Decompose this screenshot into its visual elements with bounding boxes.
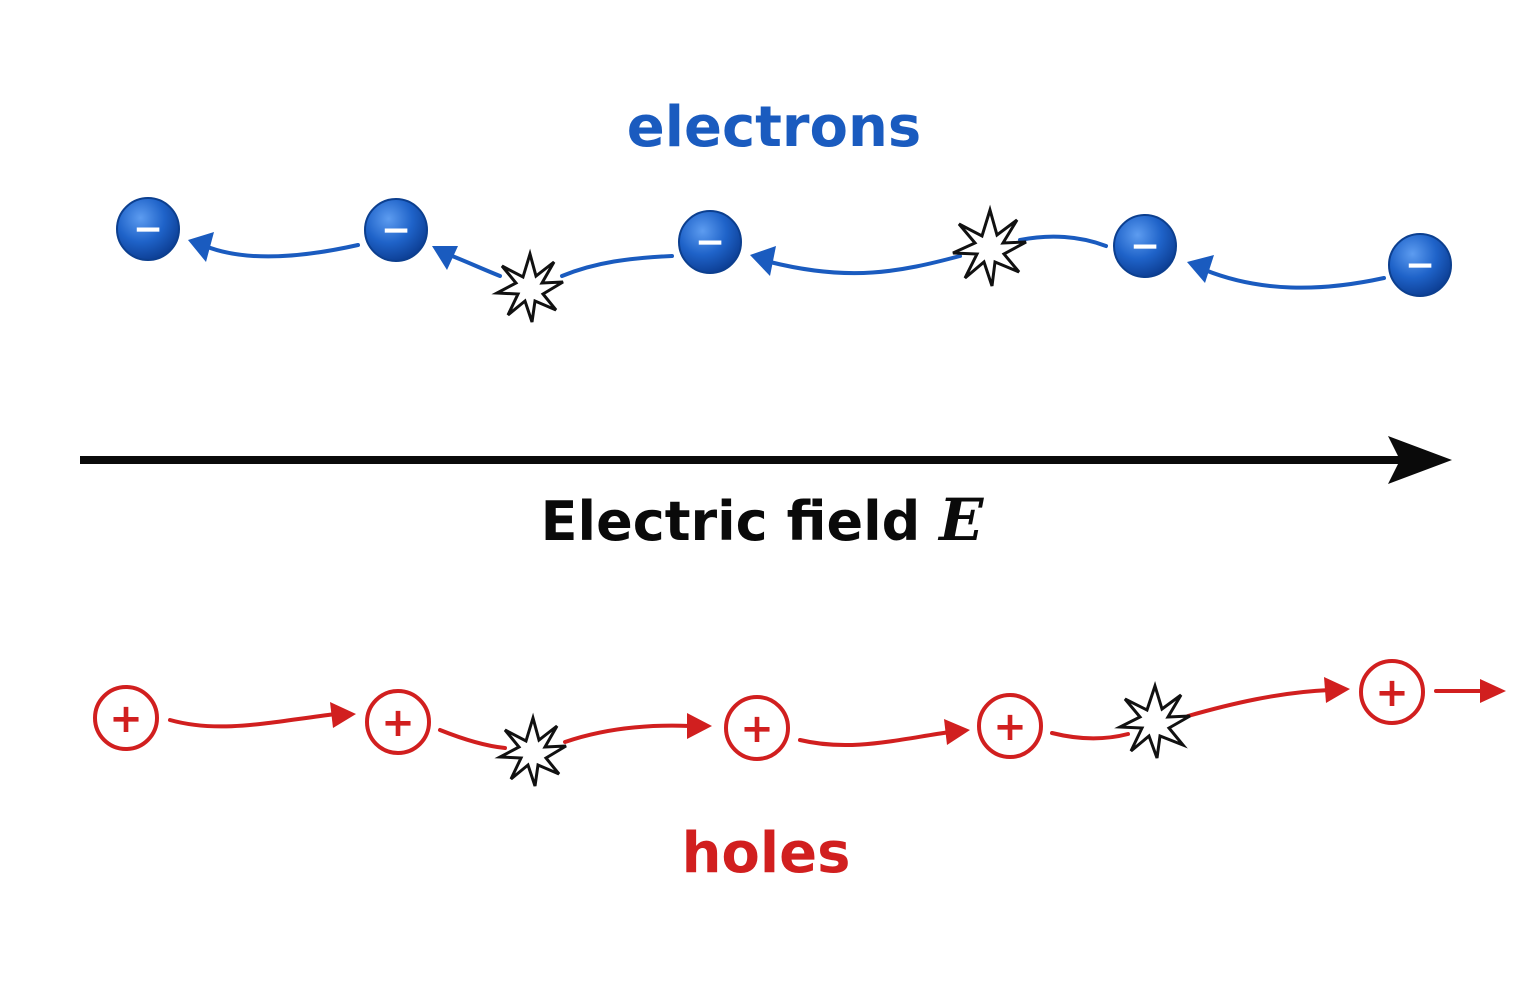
hole-arrowhead [687, 713, 712, 739]
electron-arrowhead [432, 246, 458, 270]
svg-text:−: − [1405, 245, 1435, 286]
electron-arrowhead [188, 232, 214, 262]
electron-particle-icon: − [1113, 214, 1177, 278]
holes-label: holes [682, 821, 851, 886]
electron-path [445, 252, 502, 278]
hole-particle-icon: + [724, 695, 790, 761]
electron-arrowhead [1187, 255, 1214, 283]
electron-particle-icon: − [678, 210, 742, 274]
hole-path [563, 723, 692, 744]
electron-particle-icon: − [116, 197, 180, 261]
hole-arrowhead [944, 719, 970, 745]
electron-path [560, 254, 674, 278]
electron-row: − − − − − [116, 197, 1452, 323]
svg-text:−: − [381, 210, 411, 251]
electron-particle-icon: − [1388, 233, 1452, 297]
hole-particle-icon: + [977, 693, 1043, 759]
hole-path [798, 730, 952, 748]
electric-field-label: Electric field E [541, 486, 984, 554]
electron-particle-icon: − [364, 198, 428, 262]
svg-text:−: − [133, 209, 163, 250]
hole-arrowhead [330, 702, 356, 728]
electron-path [768, 254, 962, 276]
collision-burst-icon [491, 248, 564, 323]
collision-burst-icon [494, 712, 567, 787]
collision-burst-icon [1114, 681, 1191, 759]
electrons-label: electrons [627, 95, 921, 160]
svg-text:+: + [1375, 670, 1409, 716]
hole-path [438, 728, 507, 750]
electron-arrowhead [750, 246, 776, 276]
svg-text:+: + [993, 704, 1027, 750]
svg-text:+: + [109, 696, 143, 742]
hole-arrowhead [1480, 679, 1506, 703]
svg-text:+: + [381, 700, 415, 746]
hole-row: + + + + + [93, 659, 1506, 787]
hole-path [1186, 688, 1332, 718]
svg-text:−: − [695, 222, 725, 263]
svg-text:−: − [1130, 226, 1160, 267]
hole-particle-icon: + [93, 685, 159, 751]
hole-particle-icon: + [365, 689, 431, 755]
field-arrow-icon [80, 436, 1452, 484]
electron-path [1203, 268, 1386, 290]
hole-arrowhead [1324, 677, 1350, 703]
collision-burst-icon [952, 204, 1027, 287]
hole-path [168, 712, 338, 729]
electron-path [203, 243, 360, 259]
svg-text:+: + [740, 706, 774, 752]
hole-path [1050, 731, 1130, 741]
electron-path [1018, 234, 1108, 248]
hole-particle-icon: + [1359, 659, 1425, 725]
